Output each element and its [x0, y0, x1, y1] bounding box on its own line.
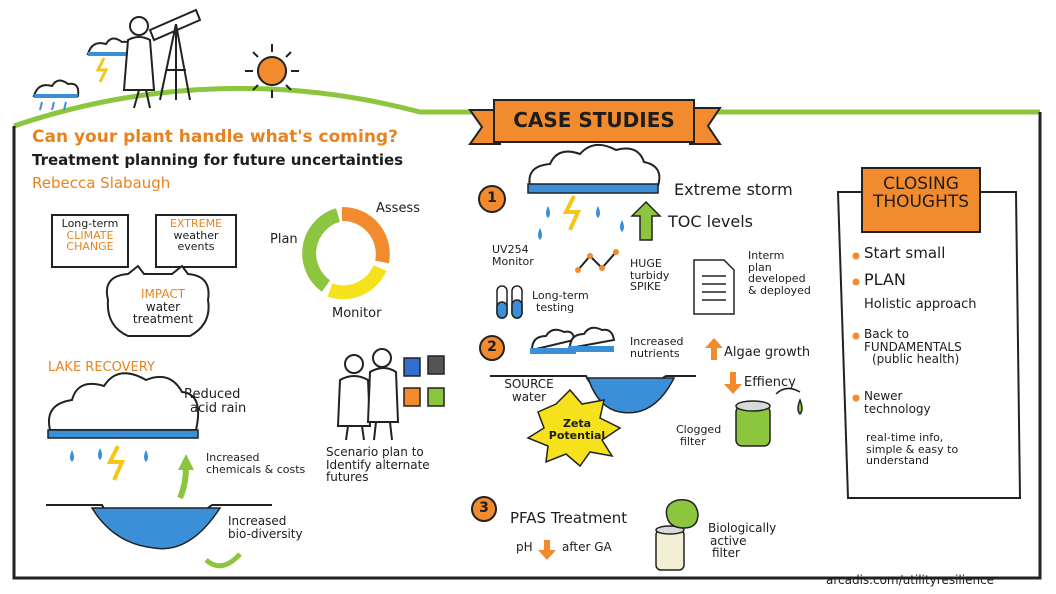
green-arrow-icon: [177, 467, 189, 500]
footer-url[interactable]: arcadis.com/utilityresilience: [826, 573, 995, 587]
nutrients-up-arrow: [705, 338, 723, 360]
lake-cloud-icon: [47, 372, 200, 481]
source-water-fill: [586, 377, 676, 414]
case-studies-title: CASE STUDIES: [513, 108, 675, 132]
cycle-plan-label: Plan: [270, 232, 298, 247]
bullet-dots: [852, 252, 860, 402]
extreme-box: [155, 214, 237, 268]
extreme-storm-label: Extreme storm: [674, 180, 793, 199]
clogged-filter-icon: [735, 387, 803, 447]
lake-recovery-title: LAKE RECOVERY: [48, 360, 155, 375]
bio-filter-icon: [655, 499, 699, 571]
test-tubes-icon: [496, 285, 523, 319]
sun-icon: [245, 44, 299, 98]
cycle-assess-label: Assess: [376, 201, 420, 216]
ph-label: pH: [516, 540, 533, 554]
rain-cloud-icon: [32, 79, 80, 111]
closing-plan: PLAN: [864, 270, 906, 289]
impact-bubble: [106, 264, 210, 337]
impact-label: IMPACT water treatment: [132, 287, 194, 327]
people-icon: [336, 348, 400, 441]
rain-clouds-case2-icon: [530, 326, 616, 354]
climate-box-label: Long-term CLIMATE CHANGE: [61, 217, 119, 254]
closing-banner: [861, 167, 981, 233]
page-title: Can your plant handle what's coming?: [32, 127, 398, 147]
efficiency-down-arrow: [724, 372, 742, 394]
number-badge-3: [471, 496, 497, 522]
person-telescope-icon: [122, 8, 202, 109]
storm-cloud-case1-icon: [527, 143, 661, 240]
climate-box: [51, 214, 129, 268]
cycle-monitor-label: Monitor: [332, 306, 382, 321]
closing-holistic: Holistic approach: [864, 297, 977, 312]
extreme-box-label: EXTREME weather events: [169, 217, 223, 254]
case-studies-banner: [468, 99, 722, 145]
page-subtitle: Treatment planning for future uncertaint…: [32, 151, 404, 169]
number-badge-1: [478, 185, 506, 213]
scenario-squares: [403, 355, 445, 407]
green-hill: [13, 85, 1040, 129]
spike-chart-icon: [577, 251, 617, 271]
pfas-treatment-label: PFAS Treatment: [510, 509, 628, 527]
ph-down-arrow: [538, 540, 556, 560]
zeta-burst-icon: [526, 388, 622, 468]
author-name: Rebecca Slabaugh: [32, 174, 171, 192]
cycle-ring: [302, 206, 390, 300]
lake-water: [90, 507, 222, 550]
toc-up-arrow-icon: [630, 200, 662, 241]
toc-levels-label: TOC levels: [668, 212, 754, 231]
closing-start-small: Start small: [864, 244, 946, 262]
number-1: 1: [487, 190, 497, 206]
after-ga-label: after GA: [562, 540, 612, 554]
green-arrow-head: [178, 454, 194, 470]
spike-points: [575, 249, 619, 273]
number-3: 3: [479, 500, 489, 516]
efficiency-label: Effiency: [744, 375, 796, 390]
document-icon: [693, 259, 735, 315]
number-2: 2: [487, 339, 497, 355]
number-badge-2: [479, 335, 505, 361]
green-recycle-arrow: [204, 552, 242, 569]
frame-border: [12, 112, 1042, 580]
algae-growth-label: Algae growth: [724, 345, 811, 360]
